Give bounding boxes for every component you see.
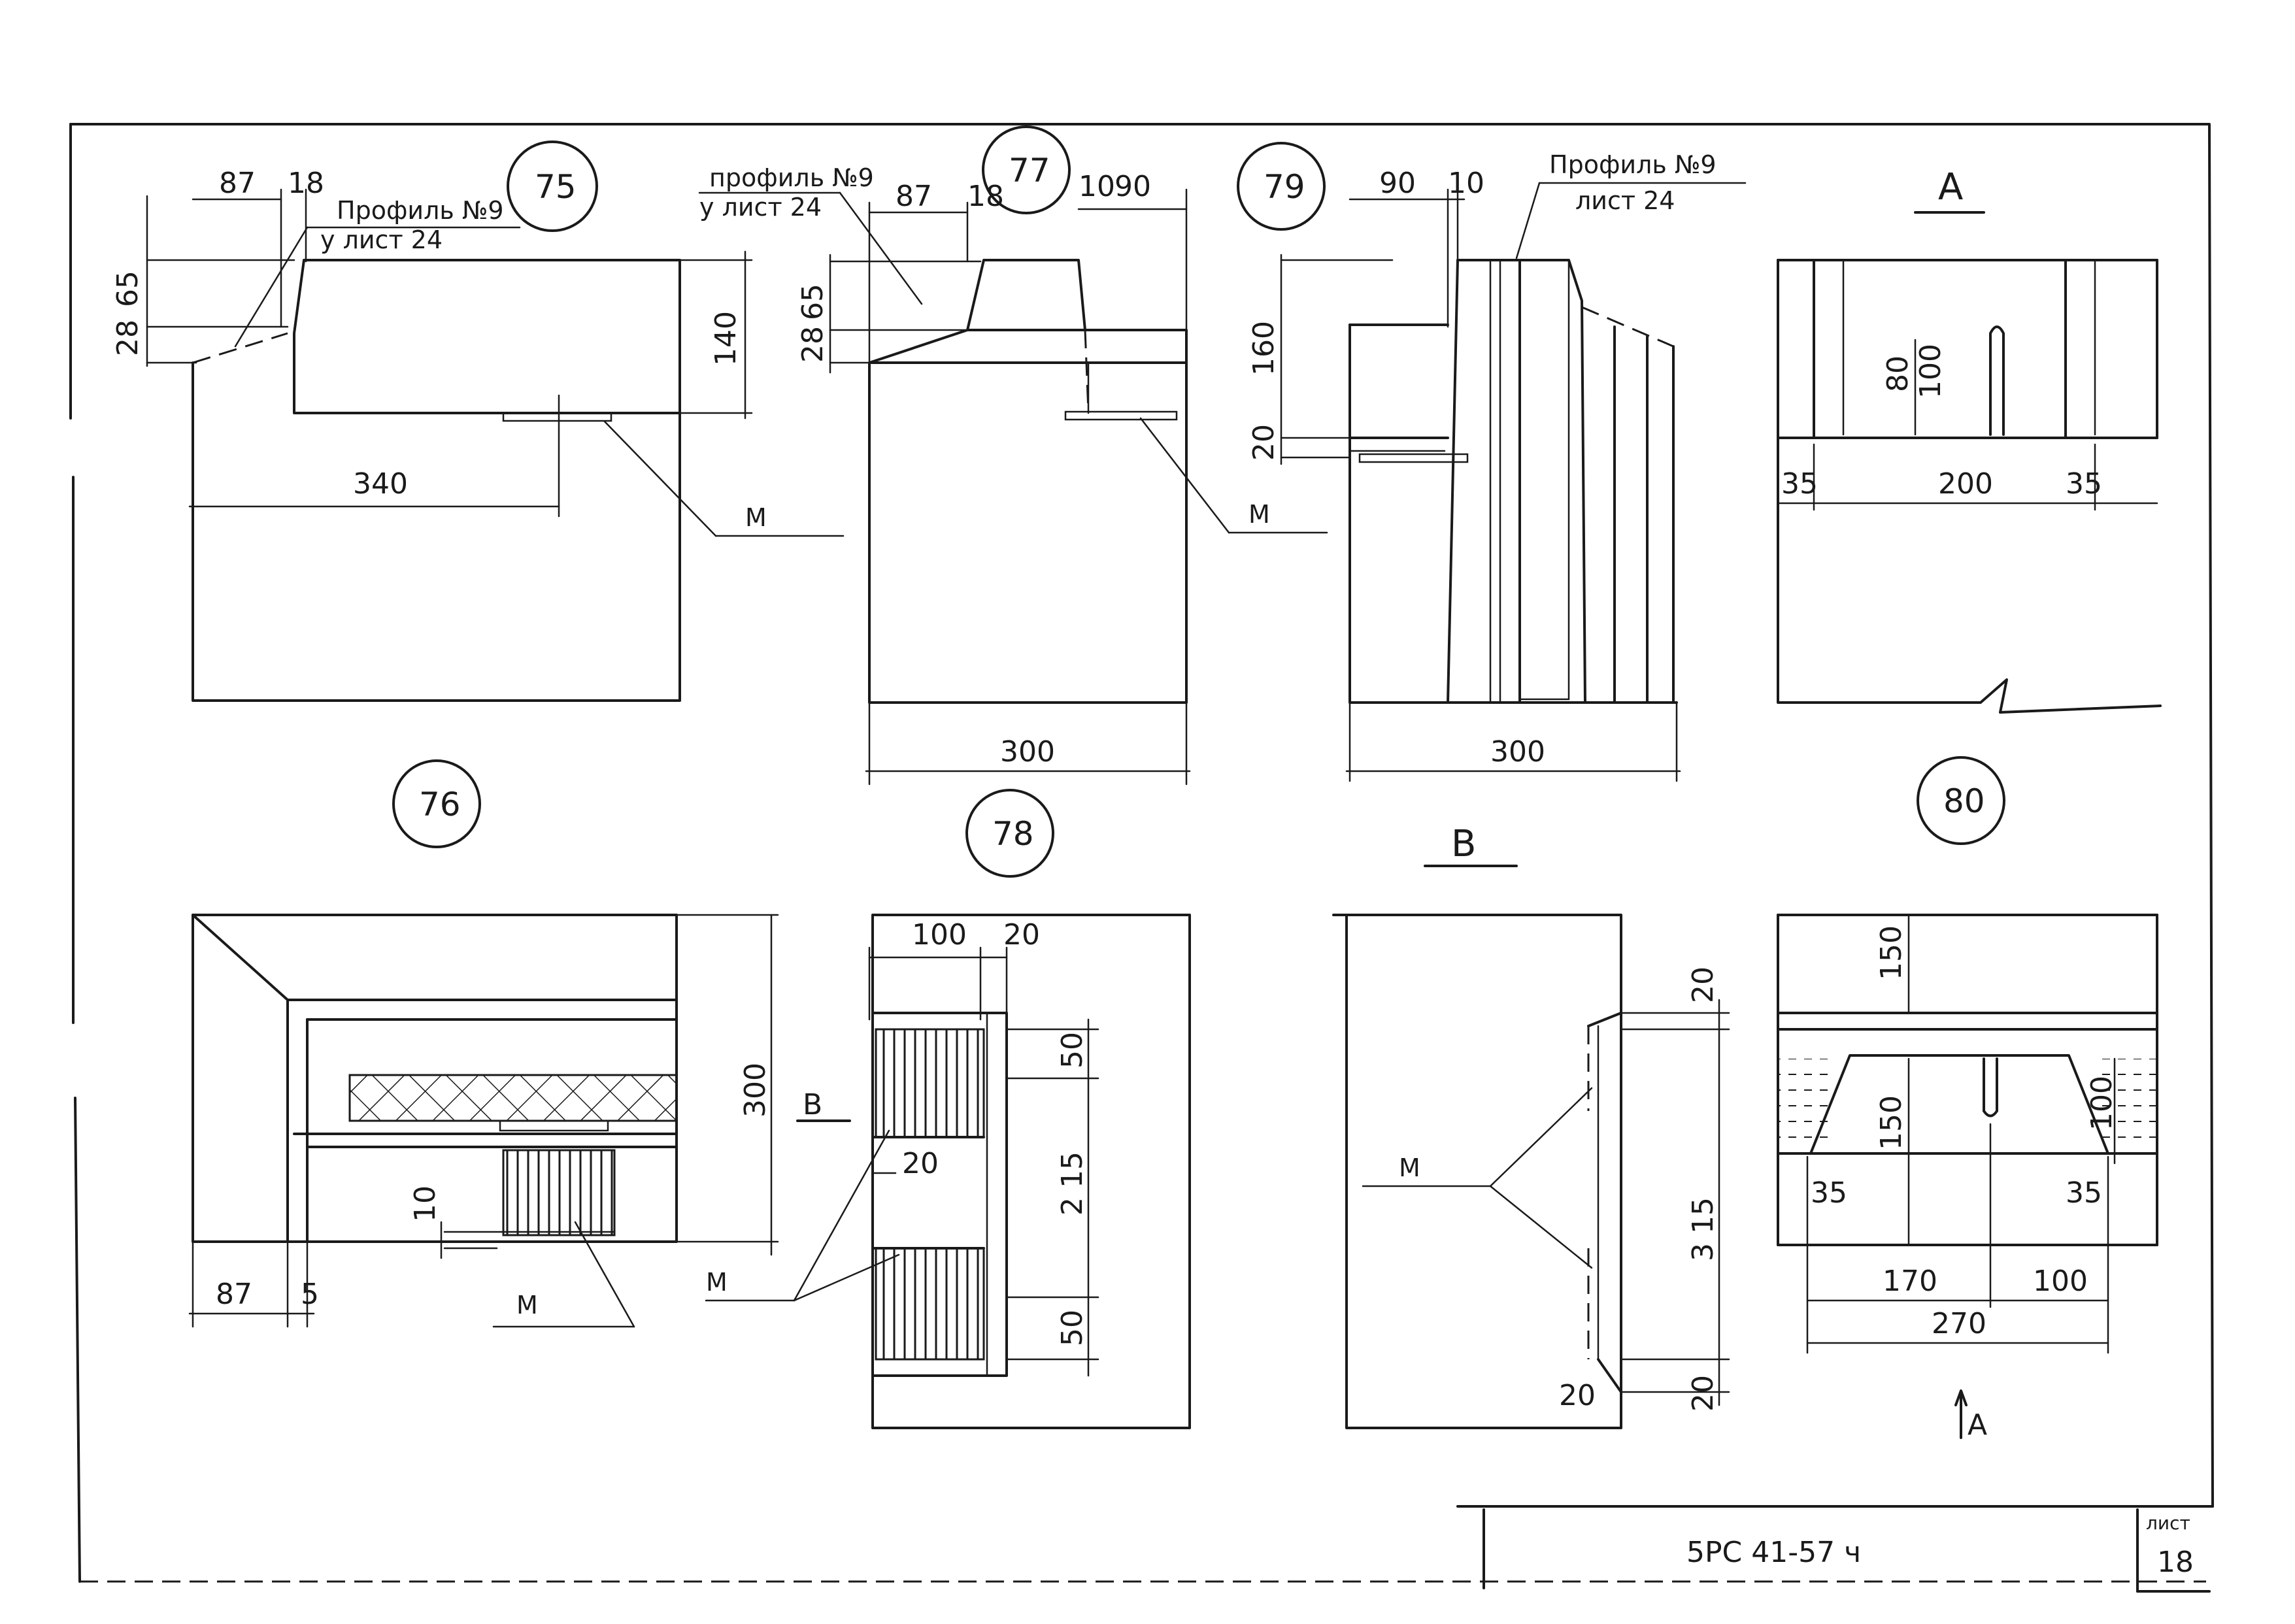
- dim-b-20-bottom: 20: [1686, 1375, 1720, 1412]
- dim-80-35-left: 35: [1811, 1176, 1847, 1210]
- dim-78-20-top: 20: [1003, 918, 1040, 952]
- dim-78-100: 100: [912, 918, 967, 952]
- dim-75-18: 18: [288, 167, 324, 200]
- sheet-frame: [69, 123, 2214, 1593]
- dim-80-100-right: 100: [2085, 1076, 2119, 1131]
- dim-75-140: 140: [709, 311, 743, 366]
- note-79-profile-b: лист 24: [1575, 186, 1675, 215]
- sheet-number: 18: [2157, 1546, 2194, 1579]
- dim-79-160: 160: [1247, 321, 1281, 376]
- dim-76-10: 10: [409, 1185, 442, 1222]
- dim-80-150-mid: 150: [1875, 1095, 1908, 1150]
- node-79: 79 160 20 90 10 300 Профиль №9 лист 2: [1237, 142, 1747, 782]
- dim-a-200: 200: [1938, 467, 1993, 501]
- note-75-profile-a: Профиль №9: [337, 196, 504, 225]
- dim-80-270: 270: [1932, 1307, 1986, 1340]
- dim-77-10: 10: [1079, 170, 1115, 203]
- node-76-number: 76: [419, 786, 461, 823]
- node-80-number: 80: [1943, 782, 1985, 820]
- dim-77-18: 18: [967, 180, 1004, 213]
- dim-75-340: 340: [353, 467, 408, 501]
- dim-79-90: 90: [1379, 167, 1416, 200]
- view-a-arrow-label: А: [1968, 1408, 1987, 1442]
- dim-75-65: 65: [111, 271, 144, 307]
- dim-80-35-right: 35: [2066, 1176, 2102, 1210]
- dim-b-20-top: 20: [1686, 967, 1720, 1003]
- dim-76-5: 5: [301, 1278, 319, 1311]
- node-77: 77 87 18 10 90 65 28 300 профиль №9 у ли…: [698, 125, 1328, 786]
- title-block: 5РС 41-57 ч лист 18: [1686, 1512, 2194, 1579]
- dim-77-300: 300: [1000, 735, 1055, 769]
- dim-77-90: 90: [1114, 170, 1151, 203]
- dim-78-20-mid: 20: [902, 1147, 939, 1180]
- dim-b-315: 3 15: [1686, 1197, 1720, 1261]
- node-80: 80 150 150 100 35 35 170 100 270 А: [1777, 756, 2158, 1442]
- node-78: 78 100 20 50 2 15 50 20 В М: [705, 789, 1191, 1429]
- dim-77-87: 87: [896, 180, 932, 213]
- dim-75-87: 87: [219, 167, 256, 200]
- dim-80-100-bottom: 100: [2033, 1265, 2088, 1298]
- note-75-m: М: [745, 503, 767, 532]
- dim-76-87: 87: [216, 1278, 252, 1311]
- dim-75-28: 28: [111, 320, 144, 356]
- node-78-number: 78: [992, 815, 1034, 853]
- dim-77-28: 28: [796, 326, 829, 363]
- note-77-profile-a: профиль №9: [709, 163, 874, 192]
- view-b-title: В: [1451, 823, 1476, 865]
- view-a: А 80 100 35 200 35: [1777, 166, 2162, 714]
- view-b: В М 20 3 15 20 20: [1332, 823, 1730, 1429]
- dim-79-20: 20: [1247, 424, 1281, 461]
- note-75-profile-b: у лист 24: [320, 225, 443, 254]
- sheet-designation: 5РС 41-57 ч: [1686, 1536, 1861, 1569]
- dim-80-170: 170: [1883, 1265, 1937, 1298]
- note-b-m: М: [1399, 1153, 1420, 1182]
- dim-78-215: 2 15: [1056, 1152, 1089, 1216]
- note-78-m: М: [706, 1268, 728, 1297]
- dim-77-65: 65: [796, 284, 829, 320]
- node-79-number: 79: [1264, 168, 1305, 206]
- note-76-m: М: [516, 1291, 538, 1319]
- dim-b-20-left: 20: [1559, 1379, 1596, 1412]
- dim-79-300: 300: [1490, 735, 1545, 769]
- dim-80-150-top: 150: [1875, 925, 1908, 980]
- note-77-m: М: [1248, 500, 1270, 529]
- view-b-arrow-label: В: [803, 1088, 822, 1121]
- note-79-profile-a: Профиль №9: [1549, 150, 1717, 179]
- dim-a-35-left: 35: [1781, 467, 1818, 501]
- dim-a-35-right: 35: [2066, 467, 2102, 501]
- sheet-label: лист: [2146, 1512, 2190, 1534]
- dim-78-50-bottom: 50: [1056, 1310, 1089, 1346]
- node-77-number: 77: [1009, 152, 1050, 190]
- dim-a-100: 100: [1914, 344, 1947, 399]
- dim-a-80: 80: [1881, 356, 1915, 392]
- node-75: 75 87 18 65 28 140 340 Профиль №9 у лист…: [111, 141, 845, 702]
- node-75-number: 75: [535, 168, 577, 206]
- view-a-title: А: [1938, 166, 1963, 208]
- note-77-profile-b: у лист 24: [699, 193, 822, 222]
- dim-78-50-top: 50: [1056, 1032, 1089, 1069]
- node-76: 76 300 87 5 10 М: [188, 759, 779, 1328]
- dim-76-300: 300: [739, 1063, 772, 1118]
- dim-79-10: 10: [1448, 167, 1484, 200]
